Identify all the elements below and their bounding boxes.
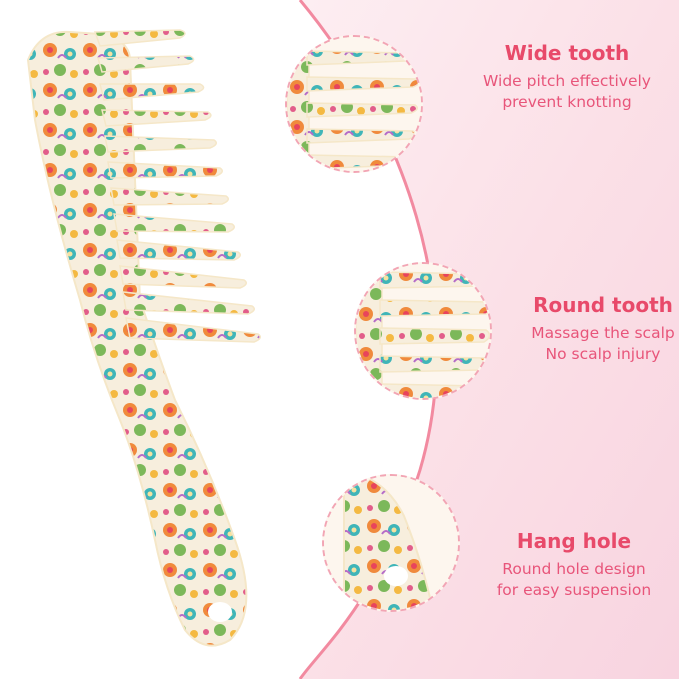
feature-desc-line: Massage the scalp — [531, 324, 675, 342]
feature-desc-line: Round hole design — [502, 560, 646, 578]
feature-wide-tooth: Wide tooth Wide pitch effectively preven… — [462, 40, 672, 113]
feature-desc-line: for easy suspension — [496, 581, 652, 599]
feature-title: Wide tooth — [504, 41, 630, 65]
feature-hang-hole: Hang hole Round hole design for easy sus… — [469, 528, 679, 601]
comb-body — [26, 29, 261, 647]
feature-desc-line: No scalp injury — [545, 345, 661, 363]
zoom-hang-hole — [322, 474, 460, 612]
feature-desc-line: Wide pitch effectively — [483, 72, 651, 90]
zoom-round-tooth — [354, 262, 492, 400]
feature-desc-line: prevent knotting — [502, 93, 632, 111]
feature-title: Round tooth — [533, 293, 673, 317]
feature-round-tooth: Round tooth Massage the scalp No scalp i… — [498, 292, 679, 365]
zoom-wide-tooth — [285, 35, 423, 173]
hang-hole — [208, 602, 232, 622]
feature-title: Hang hole — [516, 529, 632, 553]
